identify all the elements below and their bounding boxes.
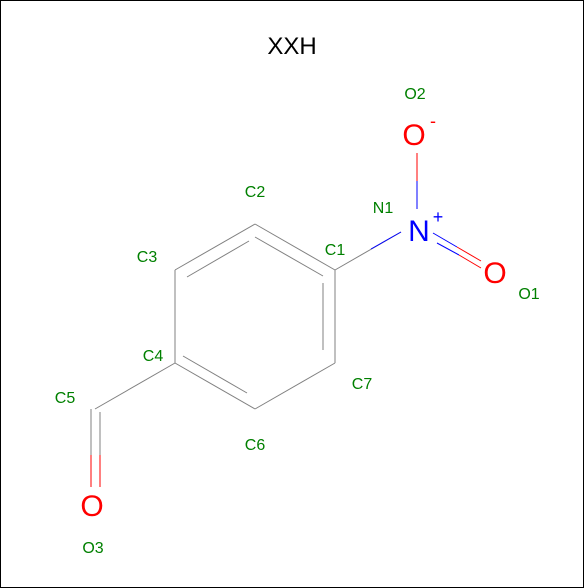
atom-label-o2: O2	[404, 86, 425, 103]
bond-c2-c1	[254, 223, 336, 271]
nitro-group	[334, 153, 482, 271]
atom-symbol-o3: O	[80, 490, 103, 523]
atom-label-c6: C6	[245, 437, 266, 454]
bond-c3-c2	[174, 223, 256, 271]
atom-label-o3: O3	[82, 540, 103, 557]
atom-label-o1: O1	[518, 286, 539, 303]
atom-label-c5: C5	[55, 390, 76, 407]
charge-o2: -	[430, 111, 436, 131]
bond-c6-c4	[174, 362, 256, 410]
bond-c3-c2-inner	[186, 240, 250, 278]
bond-n1-o1-b-blue	[436, 242, 460, 256]
atom-label-c2: C2	[245, 184, 266, 201]
aldehyde-group	[90, 362, 176, 487]
bond-c1-n1-blue	[370, 231, 402, 250]
bond-c6-c4-inner	[182, 355, 248, 394]
bond-c7-c6	[254, 362, 336, 410]
atom-label-n1: N1	[373, 200, 394, 217]
atom-symbol-o2: O	[402, 119, 425, 152]
bond-n1-o1-b-red	[458, 254, 482, 269]
atom-label-c1: C1	[325, 242, 346, 259]
bond-n1-o1-a-blue	[432, 232, 458, 248]
benzene-ring	[174, 223, 336, 410]
atom-symbol-o1: O	[483, 257, 506, 290]
atom-label-c7: C7	[352, 376, 373, 393]
bond-c2-c1-inner	[254, 236, 324, 277]
molecule-title: XXH	[267, 33, 316, 60]
bond-n1-o1-a-red	[456, 246, 482, 262]
charge-n1: +	[433, 207, 444, 227]
atom-symbol-n1: N	[408, 215, 430, 248]
bond-c4-c5	[94, 362, 176, 410]
atom-label-c4: C4	[143, 348, 164, 365]
atom-labels: C1 C2 C3 C4 C5 C6 C7 N1 O1 O2 O3	[55, 86, 540, 557]
atom-label-c3: C3	[137, 249, 158, 266]
